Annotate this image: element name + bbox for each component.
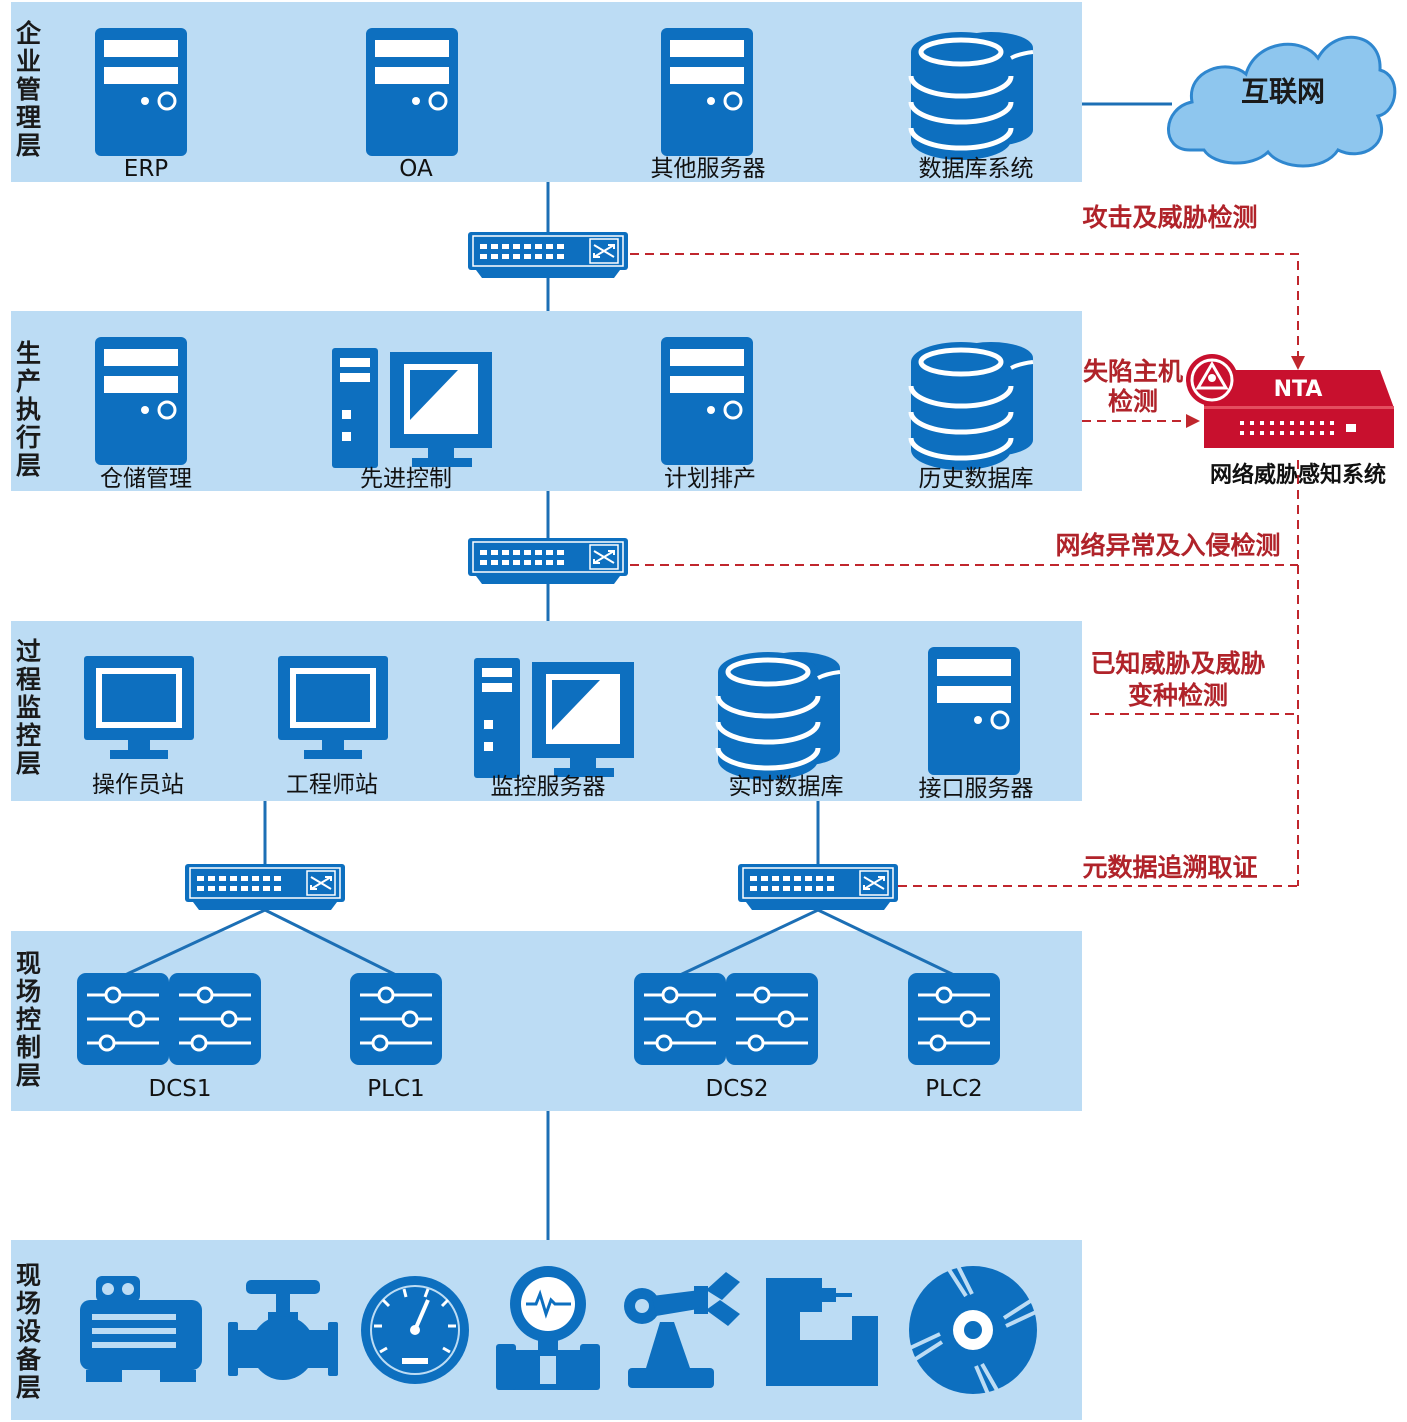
layer-production: [11, 311, 1082, 491]
machine-tool-icon: [766, 1278, 878, 1386]
dcs1-controller: DCS1: [75, 971, 263, 1102]
operator-station-label: 操作员站: [92, 772, 184, 798]
svg-text:设: 设: [16, 1317, 41, 1346]
svg-text:企: 企: [16, 19, 42, 48]
field-switch-2: [737, 863, 899, 911]
layer-label-process: 过 程 监 控 层: [16, 637, 41, 778]
svg-text:监: 监: [16, 693, 41, 722]
svg-text:层: 层: [16, 1373, 41, 1402]
detection-anomaly: 网络异常及入侵检测: [1055, 531, 1280, 560]
svg-text:理: 理: [16, 103, 41, 132]
nta-caption: 网络威胁感知系统: [1210, 462, 1386, 488]
monitor-server-pc: 监控服务器: [474, 658, 634, 800]
layer-label-enterprise: 企 业 管 理 层: [16, 19, 42, 160]
svg-text:备: 备: [15, 1345, 42, 1374]
svg-text:场: 场: [16, 977, 41, 1006]
dcs2-controller: DCS2: [632, 971, 820, 1102]
scheduling-label: 计划排产: [664, 466, 756, 492]
svg-text:行: 行: [15, 423, 41, 452]
nta-appliance: NTA 网络威胁感知系统: [1204, 370, 1394, 488]
motor-icon: [80, 1276, 202, 1382]
svg-text:业: 业: [16, 47, 41, 76]
detection-forensics: 元数据追溯取证: [1082, 853, 1257, 882]
history-db-label: 历史数据库: [919, 466, 1034, 492]
core-switch-2: [467, 537, 629, 585]
realtime-database: 实时数据库: [718, 652, 844, 800]
erp-label: ERP: [124, 156, 169, 182]
fan-icon: [909, 1265, 1037, 1395]
dash-attack: [630, 253, 1299, 366]
detection-compromised-line1: 失陷主机: [1083, 357, 1183, 386]
svg-text:过: 过: [16, 637, 41, 666]
dcs1-label: DCS1: [148, 1076, 211, 1102]
wire-switch3-dcs1: [124, 908, 266, 977]
advanced-control-pc: 先进控制: [332, 348, 492, 492]
dcs2-label: DCS2: [705, 1076, 768, 1102]
monitor-server-label: 监控服务器: [491, 774, 606, 800]
oa-label: OA: [399, 156, 433, 182]
arrow-compromised: [1186, 414, 1200, 428]
engineer-station-label: 工程师站: [286, 772, 378, 798]
svg-text:管: 管: [16, 75, 41, 104]
svg-text:制: 制: [16, 1033, 41, 1062]
pressure-transmitter-icon: [496, 1266, 600, 1390]
oa-server: OA: [364, 26, 460, 182]
threat-badge-icon: [1186, 354, 1238, 406]
svg-text:层: 层: [16, 749, 41, 778]
internet-cloud-icon: 互联网: [1167, 35, 1397, 168]
core-switch-1: [467, 231, 629, 279]
svg-text:控: 控: [16, 721, 41, 750]
erp-server: ERP: [93, 26, 189, 182]
detection-known-line2: 变种检测: [1128, 681, 1228, 710]
plc2-label: PLC2: [925, 1076, 982, 1102]
wire-switch4-dcs2: [679, 908, 819, 977]
interface-server-label: 接口服务器: [919, 776, 1034, 802]
svg-text:程: 程: [16, 665, 41, 694]
svg-text:场: 场: [16, 1289, 41, 1318]
svg-text:层: 层: [16, 131, 41, 160]
operator-station: 操作员站: [84, 656, 194, 798]
layer-enterprise: [11, 2, 1082, 182]
detection-known-line1: 已知威胁及威胁: [1090, 649, 1265, 678]
field-switch-1: [184, 863, 346, 911]
layer-label-field-device: 现 场 设 备 层: [15, 1261, 42, 1402]
plc1-controller: PLC1: [348, 971, 444, 1102]
warehouse-label: 仓储管理: [100, 466, 192, 492]
database-system-label: 数据库系统: [919, 156, 1034, 182]
wire-switch4-plc2: [817, 908, 955, 977]
realtime-db-label: 实时数据库: [729, 774, 844, 800]
detection-compromised-line2: 检测: [1108, 387, 1158, 416]
other-servers-label: 其他服务器: [651, 156, 766, 182]
database-system: 数据库系统: [911, 32, 1034, 182]
interface-server: 接口服务器: [919, 645, 1034, 802]
robot-arm-icon: [624, 1272, 740, 1388]
layer-label-production: 生 产 执 行 层: [15, 339, 41, 480]
svg-text:现: 现: [16, 949, 41, 978]
svg-text:生: 生: [16, 339, 41, 368]
other-servers: 其他服务器: [651, 26, 766, 182]
layer-label-field-control: 现 场 控 制 层: [16, 949, 41, 1090]
gauge-icon: [361, 1276, 469, 1384]
scheduling-server: 计划排产: [659, 335, 756, 492]
engineer-station: 工程师站: [278, 656, 388, 798]
svg-text:产: 产: [16, 367, 41, 396]
nta-badge: NTA: [1274, 377, 1323, 402]
arrow-attack: [1291, 356, 1305, 370]
svg-text:现: 现: [16, 1261, 41, 1290]
plc1-label: PLC1: [367, 1076, 424, 1102]
svg-text:层: 层: [16, 1061, 41, 1090]
svg-text:层: 层: [16, 451, 41, 480]
valve-icon: [228, 1280, 338, 1380]
svg-text:执: 执: [16, 395, 41, 424]
internet-label: 互联网: [1241, 75, 1325, 108]
svg-text:控: 控: [16, 1005, 41, 1034]
warehouse-server: 仓储管理: [93, 335, 192, 492]
detection-attack: 攻击及威胁检测: [1082, 203, 1257, 232]
wire-switch3-plc1: [264, 908, 397, 977]
history-database: 历史数据库: [911, 342, 1034, 492]
advanced-control-label: 先进控制: [360, 466, 452, 492]
plc2-controller: PLC2: [906, 971, 1002, 1102]
